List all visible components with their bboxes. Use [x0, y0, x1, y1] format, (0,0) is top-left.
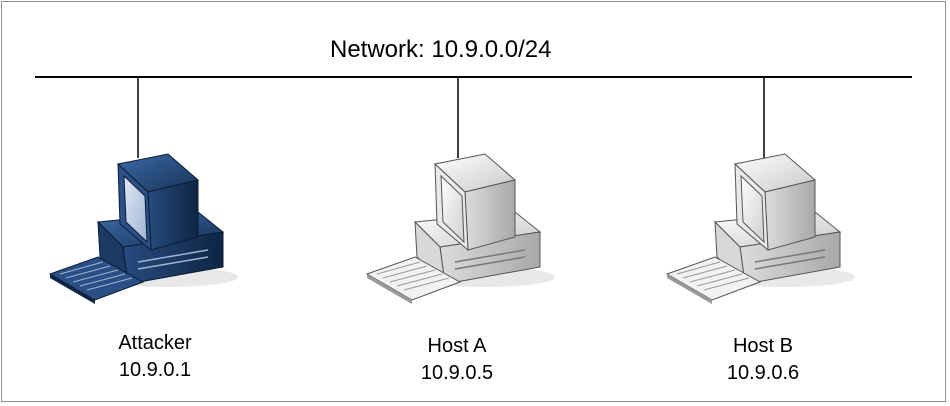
attacker-name: Attacker — [118, 332, 192, 354]
host-b-computer-icon — [665, 153, 855, 304]
attacker-computer-icon — [48, 153, 238, 304]
host-a-name: Host A — [427, 335, 487, 357]
host-a-ip: 10.9.0.5 — [420, 362, 494, 384]
host-b-ip: 10.9.0.6 — [726, 362, 800, 384]
host-b-label: Host B 10.9.0.6 — [663, 333, 863, 387]
host-b-name: Host B — [732, 335, 794, 357]
network-label: Network: 10.9.0.0/24 — [330, 36, 552, 63]
host-a-label: Host A 10.9.0.5 — [357, 333, 557, 387]
attacker-ip: 10.9.0.1 — [118, 359, 192, 381]
host-a-computer-icon — [365, 153, 555, 304]
attacker-label: Attacker 10.9.0.1 — [55, 330, 255, 384]
